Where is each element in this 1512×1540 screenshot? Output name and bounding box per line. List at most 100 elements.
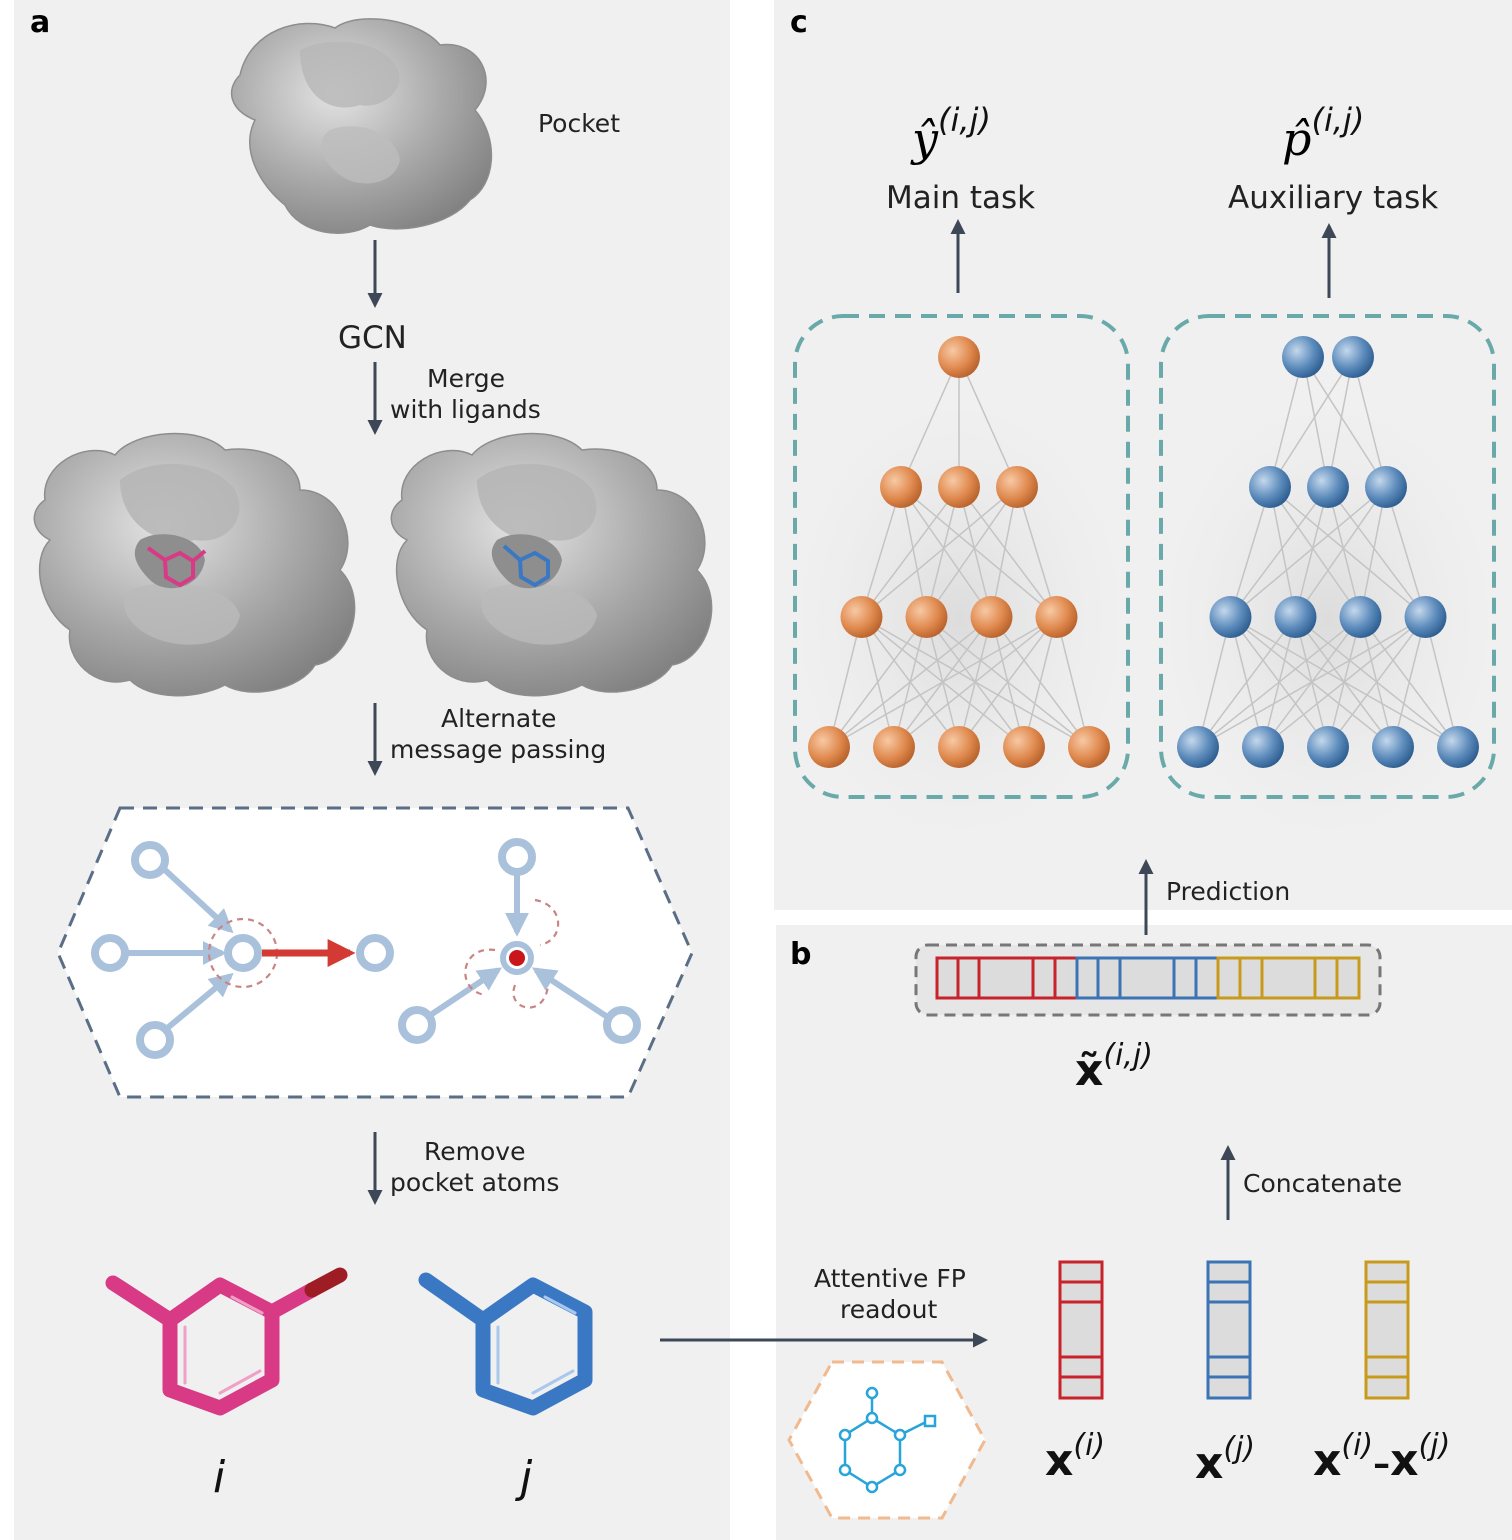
aux-network-edges [1197, 356, 1459, 748]
network-edge [860, 486, 960, 618]
gcn-label: GCN [338, 320, 407, 356]
vector-x-i [1058, 1260, 1104, 1400]
graph-node [603, 1006, 641, 1044]
main-task-label: Main task [886, 180, 1035, 216]
graph-node [398, 1006, 436, 1044]
readout-hexagon [787, 1360, 987, 1520]
network-edge [1352, 356, 1387, 488]
network-neuron [938, 336, 980, 378]
message-graph-left [91, 841, 394, 1059]
graph-node [131, 841, 169, 879]
remove-label-line1: Remove [424, 1137, 525, 1166]
graph-node [356, 934, 394, 972]
prediction-label: Prediction [1166, 877, 1290, 906]
ligand-j-in-pocket [502, 544, 550, 588]
network-neuron [1404, 596, 1447, 638]
network-neuron [1209, 596, 1252, 638]
vector-x-i-label: x(i) [1045, 1428, 1105, 1486]
network-edge [958, 616, 1058, 748]
network-neuron [1365, 466, 1407, 508]
network-edge [900, 356, 960, 488]
network-edge [1197, 616, 1361, 748]
network-edge [1359, 486, 1387, 618]
network-edge [861, 486, 1018, 618]
network-edge [828, 616, 1057, 748]
network-neuron [1249, 466, 1291, 508]
network-edge [1023, 616, 1058, 748]
network-neuron [996, 466, 1038, 508]
network-neuron [1242, 726, 1284, 768]
alternate-label-line2: message passing [390, 735, 606, 764]
network-edge [1262, 616, 1426, 748]
network-edge [925, 486, 1018, 618]
network-edge [1229, 486, 1329, 618]
network-neuron [1003, 726, 1045, 768]
ligand-j-label: j [515, 1452, 533, 1503]
graph-node [136, 1021, 174, 1059]
network-edge [925, 486, 960, 618]
network-edge [828, 616, 992, 748]
network-neuron [1339, 596, 1382, 638]
message-graph-right [398, 838, 641, 1044]
pocket-surface [230, 18, 493, 234]
graph-node [224, 934, 262, 972]
network-edge [1269, 486, 1297, 618]
network-edge [958, 486, 1058, 618]
panel-letter-c: c [790, 5, 808, 40]
concat-vector [935, 956, 1361, 1000]
graph-node [91, 934, 129, 972]
graph-node-updated-dot [509, 950, 525, 966]
panel-letter-a: a [30, 5, 50, 40]
aux-task-network-box [1159, 314, 1496, 799]
network-neuron [1068, 726, 1110, 768]
alternate-label-line1: Alternate [441, 704, 556, 733]
network-edge [1269, 486, 1362, 618]
network-edge [1302, 356, 1329, 488]
network-edge [958, 486, 993, 618]
main-task-network-box [793, 314, 1130, 799]
network-neuron [1307, 726, 1349, 768]
main-output-symbol: ŷ(i,j) [910, 101, 991, 166]
aux-network-nodes [1177, 336, 1479, 768]
network-edge [900, 486, 928, 618]
network-edge [1294, 486, 1329, 618]
network-edge [1197, 616, 1426, 748]
aux-network-glow [1153, 390, 1503, 850]
network-neuron [938, 466, 980, 508]
network-edge [1269, 356, 1354, 488]
main-network-glow [785, 390, 1135, 850]
merge-label-line1: Merge [427, 364, 505, 393]
network-neuron [938, 726, 980, 768]
network-neuron [1332, 336, 1374, 378]
network-edge [893, 616, 1057, 748]
network-neuron [840, 596, 883, 638]
network-edge [1016, 486, 1058, 618]
network-edge [1385, 486, 1427, 618]
network-edge [1269, 356, 1304, 488]
network-edge [828, 616, 863, 748]
complex-surface-j [390, 432, 713, 697]
network-edge [1327, 356, 1354, 488]
ligand-j-structure [418, 1272, 593, 1416]
panel-a-bg [14, 0, 730, 1540]
remove-label-line2: pocket atoms [390, 1168, 559, 1197]
network-edge [1327, 486, 1362, 618]
network-neuron [1274, 596, 1317, 638]
network-neuron [880, 466, 922, 508]
network-neuron [808, 726, 850, 768]
readout-label-line2: readout [840, 1295, 937, 1324]
vector-x-diff [1364, 1260, 1410, 1400]
network-edge [1055, 616, 1090, 748]
network-edge [900, 486, 1057, 618]
network-neuron [873, 726, 915, 768]
network-edge [1269, 486, 1426, 618]
panel-letter-b: b [790, 937, 811, 972]
network-neuron [905, 596, 948, 638]
network-edge [1197, 616, 1297, 748]
network-neuron [1177, 726, 1219, 768]
network-neuron [970, 596, 1013, 638]
aux-task-label: Auxiliary task [1228, 180, 1438, 216]
network-edge [958, 356, 1018, 488]
vector-x-diff-label: x(i)–x(j) [1313, 1428, 1450, 1486]
network-edge [1327, 616, 1427, 748]
